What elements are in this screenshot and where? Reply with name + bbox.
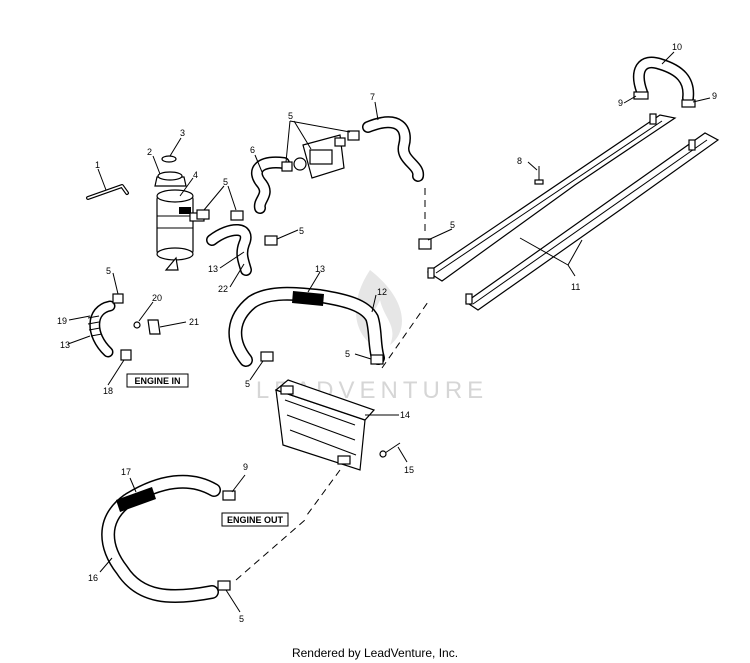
callout-6: 6	[250, 145, 255, 155]
callout-20: 20	[152, 293, 162, 303]
part-10-hose	[632, 56, 695, 104]
callout-5-a: 5	[223, 177, 228, 187]
callout-18: 18	[103, 386, 113, 396]
part-5-clamp-e	[347, 130, 360, 141]
callout-10: 10	[672, 42, 682, 52]
part-5-clamp-c	[230, 210, 244, 221]
part-2-cap	[154, 171, 187, 187]
callout-1: 1	[95, 160, 100, 170]
part-22-elbow	[206, 223, 252, 276]
rail-fitting-a	[649, 113, 657, 125]
part-21-clamp	[147, 319, 161, 335]
leader-lines	[67, 51, 711, 613]
part-5-clamp-i	[370, 354, 384, 365]
engine-out-box: ENGINE OUT	[221, 512, 289, 527]
leader-dash-12	[381, 301, 429, 369]
part-9-clamp-b	[681, 99, 696, 108]
part-5-clamp-a	[112, 293, 124, 304]
part-5-clamp-g	[418, 238, 432, 250]
part-19-hose	[87, 300, 116, 358]
callout-13-b: 13	[208, 264, 218, 274]
part-1-hex-key	[86, 184, 129, 200]
callout-22: 22	[218, 284, 228, 294]
callout-13-a: 13	[315, 264, 325, 274]
part-9-clamp-c	[222, 490, 236, 501]
callout-14: 14	[400, 410, 410, 420]
credit-footer: Rendered by LeadVenture, Inc.	[291, 646, 459, 660]
part-20-washer	[133, 321, 141, 329]
callout-5-b: 5	[288, 111, 293, 121]
callout-4: 4	[193, 170, 198, 180]
part-5-clamp-b	[196, 209, 210, 220]
callout-9-b: 9	[712, 91, 717, 101]
callout-16: 16	[88, 573, 98, 583]
part-9-clamp-a	[633, 91, 649, 100]
part-7-hose	[362, 116, 424, 182]
leader-dash-14	[306, 469, 341, 516]
part-5-clamp-d	[281, 161, 293, 172]
part-14-heater-core	[274, 379, 376, 471]
leader-dash-16	[235, 519, 306, 581]
rail-fitting-b	[688, 139, 696, 151]
callout-3: 3	[180, 128, 185, 138]
callout-5-f: 5	[345, 349, 350, 359]
callout-21: 21	[189, 317, 199, 327]
callout-9-c: 9	[243, 462, 248, 472]
callout-13-c: 13	[60, 340, 70, 350]
part-4-reservoir-tank	[156, 189, 205, 271]
part-5-clamp-f	[264, 235, 278, 246]
part-6-hose	[251, 156, 290, 214]
callout-9-a: 9	[618, 98, 623, 108]
part-11-rail-upper	[426, 114, 677, 282]
callout-5-c: 5	[299, 226, 304, 236]
engine-in-box: ENGINE IN	[126, 373, 189, 388]
water-pump	[293, 134, 346, 179]
callout-5-e: 5	[450, 220, 455, 230]
callout-5-h: 5	[239, 614, 244, 624]
rail-fitting-c	[427, 267, 435, 279]
engine-out-label: ENGINE OUT	[227, 515, 284, 525]
part-16-hose	[101, 474, 221, 603]
part-5-clamp-h	[260, 351, 274, 362]
part-15-bolt	[379, 442, 401, 458]
part-5-clamp-j	[217, 580, 231, 591]
callout-11: 11	[571, 282, 580, 292]
rail-fitting-d	[465, 293, 473, 305]
part-18-clamp	[120, 349, 132, 361]
callout-7: 7	[370, 92, 375, 102]
part-8-bolt	[534, 166, 544, 185]
part-3-washer	[161, 155, 177, 163]
callout-2: 2	[147, 147, 152, 157]
callout-numbers: 1 2 3 4 5 5 5 5 5 5 5 5 6 7 8 9 9 9 10 1…	[57, 42, 717, 624]
part-12-hose	[228, 286, 385, 367]
engine-in-label: ENGINE IN	[134, 376, 180, 386]
callout-17: 17	[121, 467, 131, 477]
callout-15: 15	[404, 465, 414, 475]
callout-12: 12	[377, 287, 387, 297]
callout-5-d: 5	[106, 266, 111, 276]
callout-5-g: 5	[245, 379, 250, 389]
part-11-rail-lower	[464, 132, 720, 311]
callout-8: 8	[517, 156, 522, 166]
callout-19: 19	[57, 316, 67, 326]
